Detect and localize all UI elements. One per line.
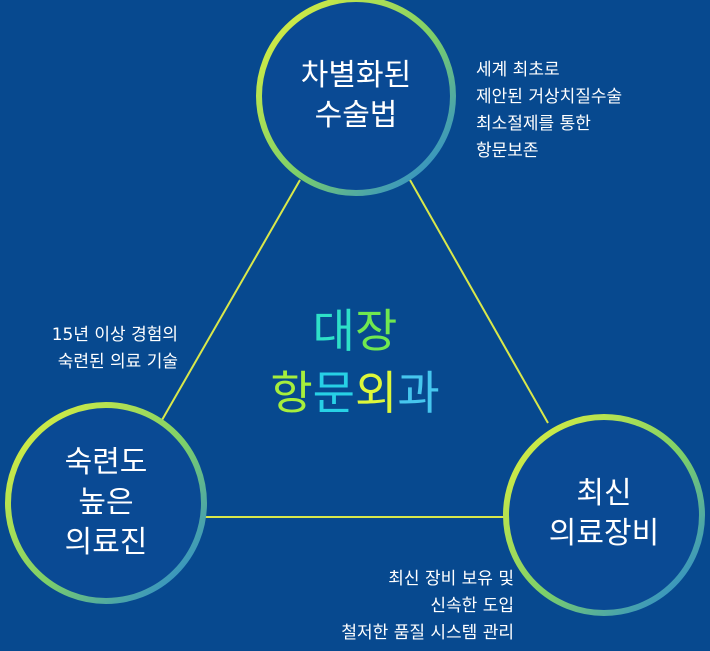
description-line: 숙련된 의료 기술 (57, 352, 178, 372)
description-line: 최신 장비 보유 및 (388, 569, 514, 589)
node-right-line1: 최신 (576, 476, 632, 511)
center-title-line1: 대장 (215, 300, 495, 362)
description-bottom-right: 최신 장비 보유 및 신속한 도입 철저한 품질 시스템 관리 (341, 566, 514, 647)
center-title-char: 문 (312, 366, 355, 420)
description-line: 세계 최초로 (476, 60, 560, 80)
description-line: 철저한 품질 시스템 관리 (341, 623, 514, 643)
description-line: 항문보존 (476, 141, 539, 161)
node-left-line1: 숙련도 (64, 445, 148, 480)
node-circle-left (5, 402, 207, 604)
center-title: 대장 항문외과 (215, 300, 495, 424)
node-left-line2: 높은 (78, 485, 134, 520)
node-circle-top (256, 0, 456, 196)
connector-top-right (409, 179, 549, 424)
node-right-line2: 의료장비 (548, 516, 660, 551)
node-label-right: 최신 의료장비 (504, 474, 704, 554)
center-title-char: 과 (397, 366, 440, 420)
center-title-char: 외 (355, 366, 398, 420)
center-title-char: 장 (355, 304, 398, 358)
node-circle-right (503, 414, 705, 616)
description-top-right: 세계 최초로 제안된 거상치질수술 최소절제를 통한 항문보존 (476, 57, 622, 165)
center-title-char: 대 (312, 304, 355, 358)
node-left-line3: 의료진 (64, 525, 148, 560)
node-label-top: 차별화된 수술법 (256, 56, 456, 136)
node-top-line1: 차별화된 (300, 58, 412, 93)
description-line: 제안된 거상치질수술 (476, 87, 623, 107)
node-top-line2: 수술법 (314, 98, 398, 133)
description-line: 신속한 도입 (430, 596, 514, 616)
description-line: 15년 이상 경험의 (51, 325, 178, 345)
node-label-left: 숙련도 높은 의료진 (6, 443, 206, 563)
description-left-upper: 15년 이상 경험의 숙련된 의료 기술 (52, 322, 178, 376)
center-title-line2: 항문외과 (215, 362, 495, 424)
description-line: 최소절제를 통한 (476, 114, 591, 134)
connector-top-left (161, 179, 301, 421)
center-title-char: 항 (270, 366, 313, 420)
